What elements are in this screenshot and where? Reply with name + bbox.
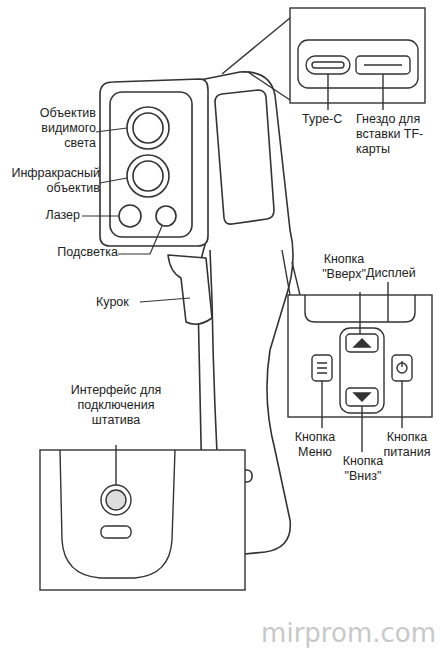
type-c-slot bbox=[312, 62, 344, 68]
inset-connector bbox=[248, 72, 290, 100]
leader-line bbox=[82, 215, 119, 216]
inset-connector bbox=[292, 262, 300, 295]
part-label: Лазер bbox=[20, 208, 80, 223]
menu-button bbox=[312, 355, 332, 381]
part-label: Кнопка "Вниз" bbox=[336, 454, 390, 484]
ir-lens bbox=[127, 155, 169, 197]
leader-lines bbox=[82, 128, 190, 302]
leader-line bbox=[359, 292, 360, 334]
leader-line bbox=[327, 74, 328, 110]
backlight bbox=[156, 206, 176, 226]
part-label: Инфракрасный объектив bbox=[4, 166, 100, 196]
tripod-socket bbox=[101, 485, 131, 515]
leader-line bbox=[387, 282, 388, 322]
inset-connector bbox=[282, 250, 290, 295]
type-c-port bbox=[306, 56, 350, 74]
trigger bbox=[168, 255, 212, 324]
bottom-slot bbox=[101, 526, 131, 538]
tf-slot bbox=[356, 56, 410, 74]
display-window bbox=[215, 90, 274, 224]
leader-line bbox=[140, 298, 190, 302]
down-button bbox=[346, 388, 378, 406]
front-head bbox=[100, 79, 208, 246]
tripod-inset bbox=[40, 445, 245, 590]
part-label: Кнопка питания bbox=[378, 430, 436, 460]
inset-frame bbox=[40, 450, 245, 590]
port-panel bbox=[298, 40, 418, 88]
up-arrow bbox=[354, 339, 370, 347]
visible-lens bbox=[127, 107, 169, 149]
inset-connector bbox=[222, 18, 290, 74]
top-inset bbox=[222, 8, 425, 110]
leader-line bbox=[115, 445, 116, 485]
ir-lens-inner bbox=[133, 161, 163, 191]
lens-panel bbox=[110, 92, 192, 237]
power-button bbox=[392, 355, 412, 381]
part-label: Кнопка "Вверх" bbox=[316, 252, 372, 282]
part-label: Кнопка Меню bbox=[290, 430, 340, 460]
part-label: Type-C bbox=[302, 112, 354, 127]
button-inset bbox=[282, 250, 432, 452]
handle-bottom bbox=[60, 450, 175, 578]
button-column bbox=[340, 328, 384, 413]
leader-line bbox=[401, 381, 402, 428]
visible-lens-inner bbox=[133, 113, 163, 143]
laser bbox=[119, 205, 141, 227]
part-label: Дисплей bbox=[366, 266, 436, 281]
part-label: Гнездо для вставки TF-карты bbox=[356, 112, 438, 157]
watermark: mirprom.com bbox=[200, 618, 436, 648]
part-label: Подсветка bbox=[40, 245, 118, 260]
part-label: Интерфейс для подключения штатива bbox=[56, 383, 176, 428]
down-arrow bbox=[354, 393, 370, 401]
up-button bbox=[346, 334, 378, 352]
leader-line bbox=[382, 74, 383, 110]
menu-icon bbox=[317, 363, 327, 373]
leader-line bbox=[361, 406, 362, 452]
tf-slot-mark bbox=[364, 64, 402, 65]
part-label: Объектив видимого света bbox=[16, 106, 96, 151]
tripod-socket-inner bbox=[106, 490, 126, 510]
leader-line bbox=[100, 178, 127, 183]
inset-frame bbox=[290, 8, 425, 103]
leader-line bbox=[96, 128, 127, 132]
power-icon-bar bbox=[401, 361, 402, 367]
part-label: Курок bbox=[96, 295, 140, 310]
leader-line bbox=[321, 381, 322, 428]
leader-line bbox=[118, 226, 162, 254]
